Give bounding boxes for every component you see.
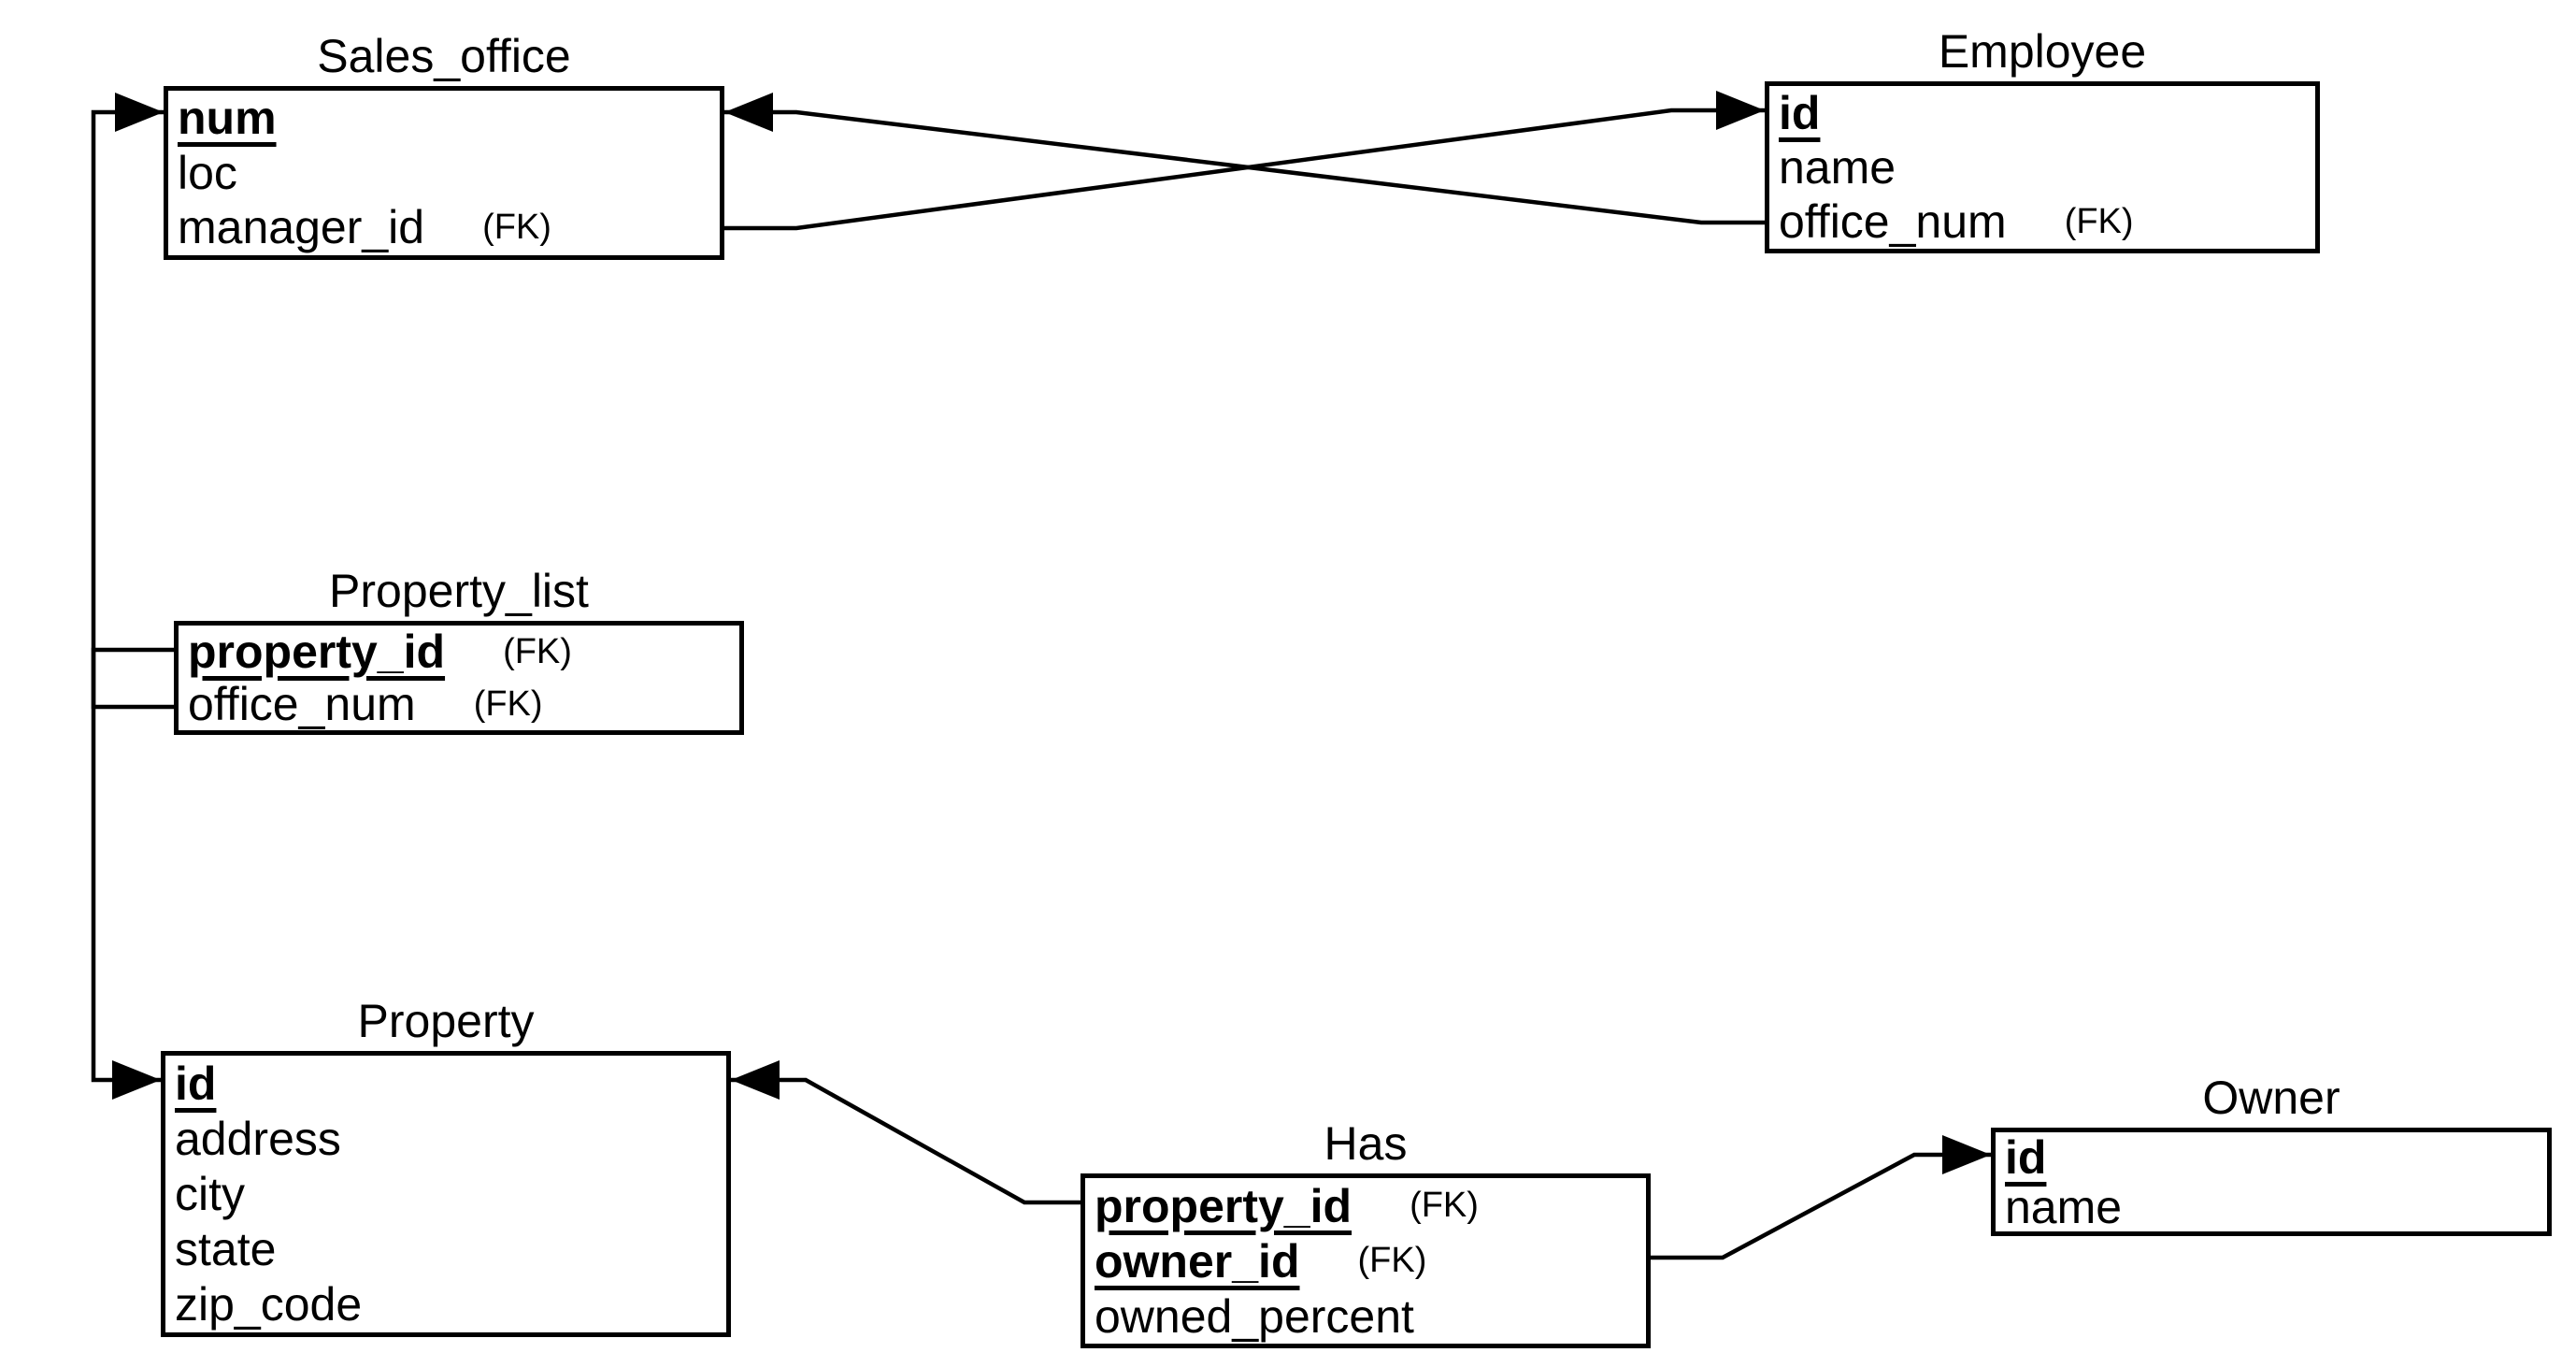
attribute-row: property_id (FK) bbox=[179, 626, 739, 678]
attribute-row: name bbox=[1996, 1180, 2547, 1233]
entity-title: Employee bbox=[1938, 25, 2147, 78]
entity-title: Owner bbox=[2202, 1072, 2340, 1124]
relationship-line-has-owner-id-to-owner-id bbox=[1651, 1152, 1991, 1260]
attribute-row: id bbox=[1996, 1130, 2547, 1184]
entity-owner[interactable]: Owner id name bbox=[1991, 1072, 2552, 1236]
fk-tag: (FK) bbox=[482, 207, 551, 247]
attribute-row: owner_id (FK) bbox=[1085, 1233, 1646, 1288]
attribute-name: property_id bbox=[188, 626, 446, 678]
arrowhead-sales-office-manager-id-to-employee-id bbox=[1716, 91, 1765, 130]
attribute-row: city bbox=[165, 1166, 726, 1221]
attribute-name: owner_id bbox=[1095, 1234, 1300, 1288]
entity-box: num loc manager_id (FK) bbox=[164, 86, 724, 260]
entity-property-list[interactable]: Property_list property_id (FK) office_nu… bbox=[174, 566, 744, 735]
attribute-name: city bbox=[175, 1167, 245, 1220]
entity-box: id name bbox=[1991, 1128, 2552, 1236]
attribute-name: id bbox=[175, 1057, 217, 1110]
attribute-row: property_id (FK) bbox=[1085, 1178, 1646, 1233]
entity-box: property_id (FK) owner_id (FK) owned_per… bbox=[1080, 1173, 1651, 1348]
attribute-name: id bbox=[1779, 87, 1821, 139]
arrowhead-property-list-office-num-to-sales-office-num bbox=[115, 93, 164, 132]
attribute-name: id bbox=[2005, 1130, 2047, 1184]
attribute-row: office_num (FK) bbox=[179, 678, 739, 730]
arrowhead-has-owner-id-to-owner-id bbox=[1942, 1135, 1991, 1174]
attribute-name: name bbox=[2005, 1180, 2123, 1233]
fk-tag: (FK) bbox=[1410, 1186, 1479, 1225]
attribute-row: id bbox=[165, 1056, 726, 1111]
fk-tag: (FK) bbox=[1357, 1241, 1427, 1280]
attribute-name: office_num bbox=[1779, 195, 2007, 248]
attribute-row: id bbox=[1769, 86, 2315, 140]
attribute-name: property_id bbox=[1095, 1179, 1352, 1232]
entity-title: Property_list bbox=[329, 565, 589, 617]
entity-box: property_id (FK) office_num (FK) bbox=[174, 621, 744, 735]
fk-tag: (FK) bbox=[473, 684, 543, 724]
entity-has[interactable]: Has property_id (FK) owner_id (FK) owned… bbox=[1080, 1118, 1651, 1348]
entity-title: Has bbox=[1324, 1117, 1408, 1170]
attribute-row: address bbox=[165, 1111, 726, 1166]
attribute-name: num bbox=[178, 92, 277, 145]
arrowhead-employee-office-num-to-sales-office-num bbox=[724, 93, 773, 132]
entity-employee[interactable]: Employee id name office_num (FK) bbox=[1765, 26, 2320, 253]
attribute-row: owned_percent bbox=[1085, 1288, 1646, 1344]
entity-property[interactable]: Property id address city state zip_code bbox=[161, 996, 731, 1337]
entity-box: id name office_num (FK) bbox=[1765, 81, 2320, 253]
attribute-row: loc bbox=[168, 146, 720, 201]
entity-title: Sales_office bbox=[317, 30, 571, 82]
attribute-name: zip_code bbox=[175, 1278, 363, 1331]
arrowhead-has-property-id-to-property-id bbox=[731, 1060, 780, 1100]
attribute-row: state bbox=[165, 1222, 726, 1277]
attribute-row: name bbox=[1769, 140, 2315, 194]
attribute-row: manager_id (FK) bbox=[168, 200, 720, 255]
attribute-name: office_num bbox=[188, 678, 416, 730]
attribute-row: num bbox=[168, 91, 720, 146]
attribute-name: loc bbox=[178, 146, 237, 199]
attribute-row: office_num (FK) bbox=[1769, 194, 2315, 249]
entity-title: Property bbox=[357, 995, 535, 1047]
attribute-name: owned_percent bbox=[1095, 1289, 1414, 1343]
arrowhead-property-list-property-id-to-property-id bbox=[112, 1060, 161, 1100]
attribute-name: address bbox=[175, 1112, 341, 1165]
attribute-name: manager_id bbox=[178, 201, 425, 254]
attribute-row: zip_code bbox=[165, 1277, 726, 1332]
fk-tag: (FK) bbox=[503, 631, 572, 671]
attribute-name: state bbox=[175, 1223, 277, 1276]
fk-tag: (FK) bbox=[2064, 201, 2134, 241]
entity-box: id address city state zip_code bbox=[161, 1051, 731, 1337]
entity-sales-office[interactable]: Sales_office num loc manager_id (FK) bbox=[164, 31, 724, 260]
attribute-name: name bbox=[1779, 141, 1896, 194]
